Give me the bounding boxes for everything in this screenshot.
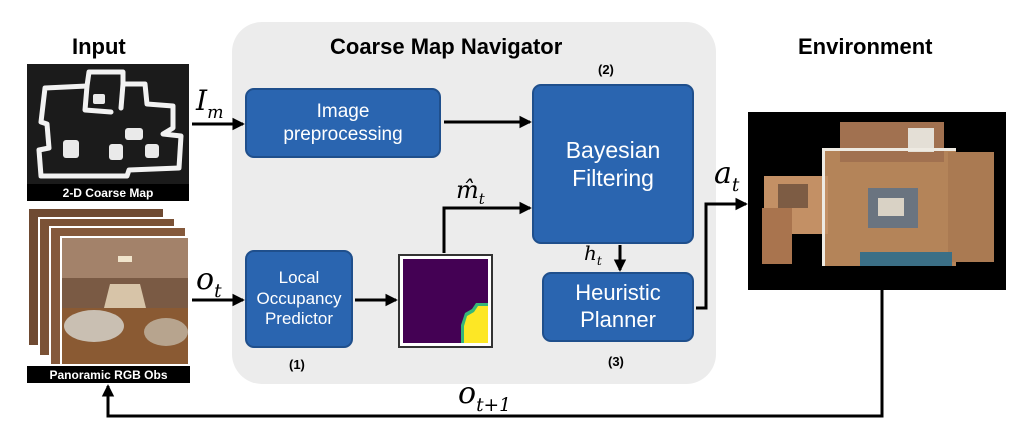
coarse-map-drawing [36, 69, 184, 179]
local-occupancy-predictor-box: Local Occupancy Predictor [245, 250, 353, 348]
scene-chair [144, 318, 188, 346]
label-o-t-plus-1-sub: t+1 [476, 395, 511, 416]
label-a-t: at [714, 156, 739, 196]
map-corridor [118, 81, 126, 111]
scene-couch [64, 310, 124, 342]
label-o-t-sub: t [214, 281, 222, 302]
env-floor-strip [860, 252, 952, 266]
scene-corridor [104, 284, 146, 308]
label-m-hat-t: m̂t [456, 176, 485, 208]
environment-scene [762, 122, 994, 266]
label-a-t-sub: t [731, 175, 740, 196]
map-room-divider [82, 83, 114, 115]
arrow-map-to-bayesian [442, 201, 532, 253]
label-I-m-base: I [196, 84, 208, 117]
rgb-obs-caption: Panoramic RGB Obs [27, 366, 190, 383]
image-preprocessing-box: Image preprocessing [245, 88, 441, 158]
label-o-t-plus-1-base: o [458, 376, 477, 411]
label-h-t: ht [584, 241, 602, 268]
env-room-right [948, 152, 994, 262]
label-h-t-base: h [584, 241, 597, 265]
step-number-2: (2) [598, 62, 614, 77]
step-number-1: (1) [289, 357, 305, 372]
scene-light [118, 256, 132, 262]
occupancy-map-frame [398, 254, 493, 348]
coarse-map-image [27, 64, 189, 184]
bayesian-filtering-label: Bayesian Filtering [565, 136, 661, 191]
label-I-m: Im [196, 84, 224, 123]
input-title: Input [72, 34, 126, 59]
navigator-title: Coarse Map Navigator [330, 34, 563, 59]
label-o-t-base: o [196, 262, 215, 297]
label-I-m-sub: m [207, 103, 224, 123]
bayesian-filtering-box: Bayesian Filtering [532, 84, 694, 244]
map-block-1 [63, 140, 79, 158]
occupancy-map [403, 259, 488, 343]
label-o-t-plus-1: ot+1 [458, 376, 511, 416]
environment-image [748, 112, 1006, 290]
arrow-environment-feedback [101, 290, 884, 418]
map-block-2 [109, 144, 123, 160]
coarse-map-caption: 2-D Coarse Map [27, 184, 189, 201]
map-block-4 [145, 144, 159, 158]
heuristic-planner-label: Heuristic Planner [575, 280, 661, 332]
env-room-left-2 [762, 208, 792, 264]
environment-title: Environment [798, 34, 933, 59]
occupancy-free [464, 306, 488, 343]
map-block-3 [125, 128, 143, 140]
map-block-5 [93, 94, 105, 104]
env-table [878, 198, 904, 216]
rgb-scene [62, 238, 188, 364]
label-h-t-sub: t [596, 253, 602, 268]
map-outline [36, 69, 184, 179]
label-m-hat-t-base: m̂ [456, 176, 479, 204]
env-wall-1 [822, 148, 956, 151]
step-number-3: (3) [608, 354, 624, 369]
heuristic-planner-box: Heuristic Planner [542, 272, 694, 342]
env-wall-2 [822, 148, 825, 266]
label-m-hat-t-sub: t [478, 190, 485, 208]
env-kitchen [778, 184, 808, 208]
image-preprocessing-label: Image preprocessing [283, 100, 403, 145]
arrow-planner-to-environment [696, 197, 748, 310]
rgb-frame-front [60, 236, 190, 366]
label-o-t: ot [196, 262, 222, 302]
label-a-t-base: a [714, 156, 732, 191]
local-occupancy-predictor-label: Local Occupancy Predictor [256, 267, 342, 329]
